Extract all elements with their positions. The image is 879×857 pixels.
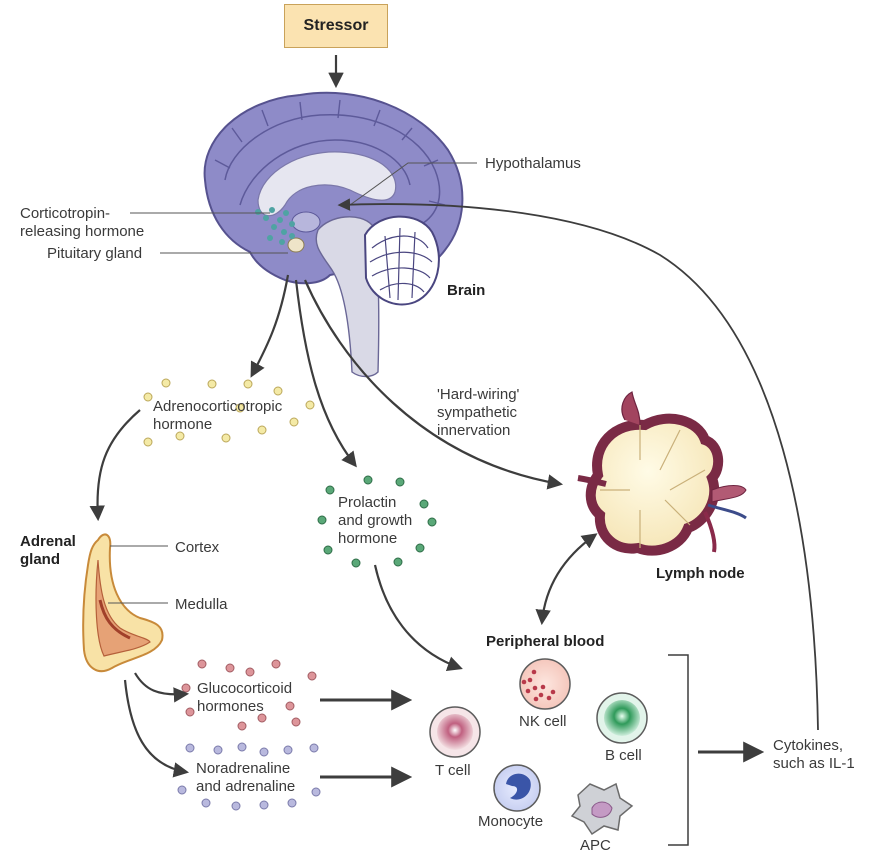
- cortex-label: Cortex: [175, 539, 220, 556]
- noradrenaline-label: Noradrenaline and adrenaline: [196, 760, 296, 795]
- prolactin-label: Prolactin and growth hormone: [338, 494, 413, 547]
- peripheral-blood-label: Peripheral blood: [486, 633, 605, 650]
- stressor-box: Stressor: [284, 4, 388, 48]
- brain-label: Brain: [447, 282, 486, 299]
- lymph-node-label: Lymph node: [656, 565, 745, 582]
- crh-label: Corticotropin- releasing hormone: [20, 205, 145, 240]
- pituitary-label: Pituitary gland: [47, 245, 143, 262]
- monocyte-shape: [493, 764, 541, 812]
- acth-dots: [143, 378, 315, 447]
- nk-cell-shape: [519, 658, 571, 710]
- t-cell-shape: [429, 706, 481, 758]
- apc-shape: [570, 782, 634, 836]
- adrenal-gland-label: Adrenal gland: [20, 533, 76, 568]
- b-cell-label: B cell: [605, 747, 642, 764]
- acth-label: Adrenocorticotropic hormone: [153, 398, 283, 433]
- peripheral-blood-bracket: [668, 654, 689, 846]
- lymph-node-illustration: [577, 391, 747, 556]
- apc-label: APC: [580, 837, 611, 854]
- adrenal-gland-illustration: [82, 533, 164, 673]
- b-cell-shape: [596, 692, 648, 744]
- arrows: [89, 55, 819, 788]
- stressor-label: Stressor: [303, 17, 369, 34]
- hypothalamus-label: Hypothalamus: [485, 155, 581, 172]
- noradrenaline-dots: [177, 742, 321, 811]
- prolactin-dots: [317, 475, 437, 568]
- cytokines-label: Cytokines, such as IL-1: [773, 737, 855, 772]
- medulla-label: Medulla: [175, 596, 228, 613]
- monocyte-label: Monocyte: [478, 813, 544, 830]
- brain-illustration: [203, 91, 464, 378]
- t-cell-label: T cell: [435, 762, 471, 779]
- hardwiring-label: 'Hard-wiring' sympathetic innervation: [437, 386, 520, 439]
- leader-lines: [108, 162, 477, 604]
- glucocorticoid-label: Glucocorticoid hormones: [197, 680, 293, 715]
- nk-cell-label: NK cell: [519, 713, 567, 730]
